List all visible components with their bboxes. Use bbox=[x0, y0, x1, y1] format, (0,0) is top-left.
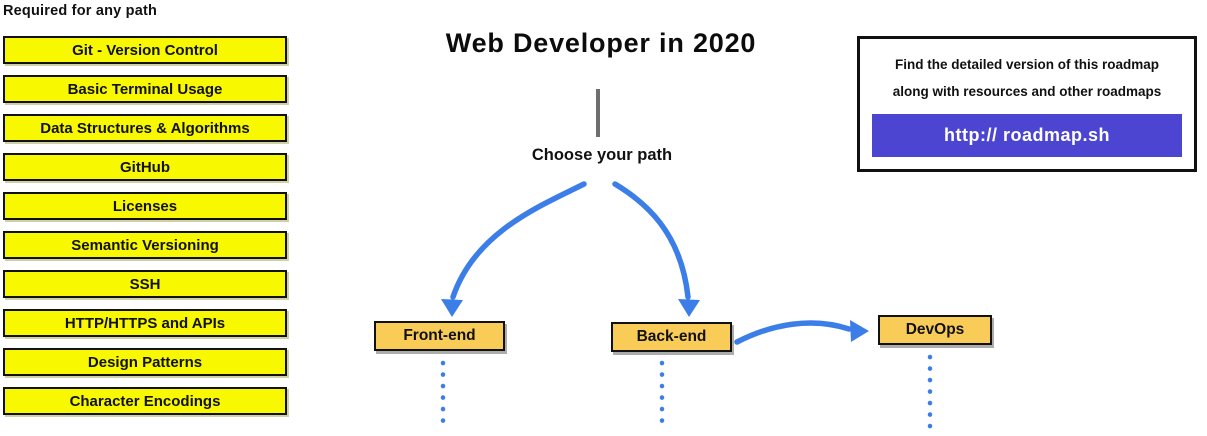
skill-label: SSH bbox=[129, 275, 161, 293]
arrowhead-frontend bbox=[441, 299, 463, 317]
arrowhead-devops bbox=[850, 320, 869, 342]
skill-label: Data Structures & Algorithms bbox=[40, 119, 250, 137]
arrowhead-backend bbox=[678, 299, 700, 317]
skill-label: Basic Terminal Usage bbox=[67, 80, 223, 98]
skill-label: Semantic Versioning bbox=[71, 236, 219, 254]
arrow-to-frontend bbox=[450, 181, 587, 300]
info-text-line1: Find the detailed version of this roadma… bbox=[894, 57, 1160, 72]
choose-path-label: Choose your path bbox=[531, 146, 673, 164]
skill-design-patterns[interactable]: Design Patterns bbox=[3, 348, 287, 376]
skill-semantic-versioning[interactable]: Semantic Versioning bbox=[3, 231, 287, 259]
required-path-heading: Required for any path bbox=[3, 3, 158, 19]
path-label: Back-end bbox=[636, 328, 707, 345]
skill-label: Git - Version Control bbox=[72, 41, 218, 59]
page-title: Web Developer in 2020 bbox=[445, 28, 757, 58]
path-label: DevOps bbox=[905, 321, 965, 338]
skill-label: GitHub bbox=[120, 158, 170, 176]
info-text-line2: along with resources and other roadmaps bbox=[892, 84, 1162, 99]
path-label: Front-end bbox=[403, 327, 476, 344]
skill-terminal[interactable]: Basic Terminal Usage bbox=[3, 75, 287, 103]
skill-git[interactable]: Git - Version Control bbox=[3, 36, 287, 64]
arrow-to-backend bbox=[612, 181, 691, 300]
arrow-backend-to-devops bbox=[734, 320, 852, 345]
skill-ssh[interactable]: SSH bbox=[3, 270, 287, 298]
skill-data-structures[interactable]: Data Structures & Algorithms bbox=[3, 114, 287, 142]
skill-label: HTTP/HTTPS and APIs bbox=[64, 314, 226, 332]
roadmap-info-box: Find the detailed version of this roadma… bbox=[857, 36, 1197, 172]
roadmap-link-button[interactable]: http:// roadmap.sh bbox=[872, 114, 1182, 157]
path-node-frontend[interactable]: Front-end bbox=[374, 321, 505, 351]
skill-licenses[interactable]: Licenses bbox=[3, 192, 287, 220]
skill-http-apis[interactable]: HTTP/HTTPS and APIs bbox=[3, 309, 287, 337]
skill-character-encodings[interactable]: Character Encodings bbox=[3, 387, 287, 415]
skill-label: Licenses bbox=[112, 197, 178, 215]
skill-github[interactable]: GitHub bbox=[3, 153, 287, 181]
skill-label: Design Patterns bbox=[87, 353, 203, 371]
skill-label: Character Encodings bbox=[69, 392, 221, 410]
path-node-backend[interactable]: Back-end bbox=[611, 322, 732, 352]
path-node-devops[interactable]: DevOps bbox=[878, 315, 992, 345]
